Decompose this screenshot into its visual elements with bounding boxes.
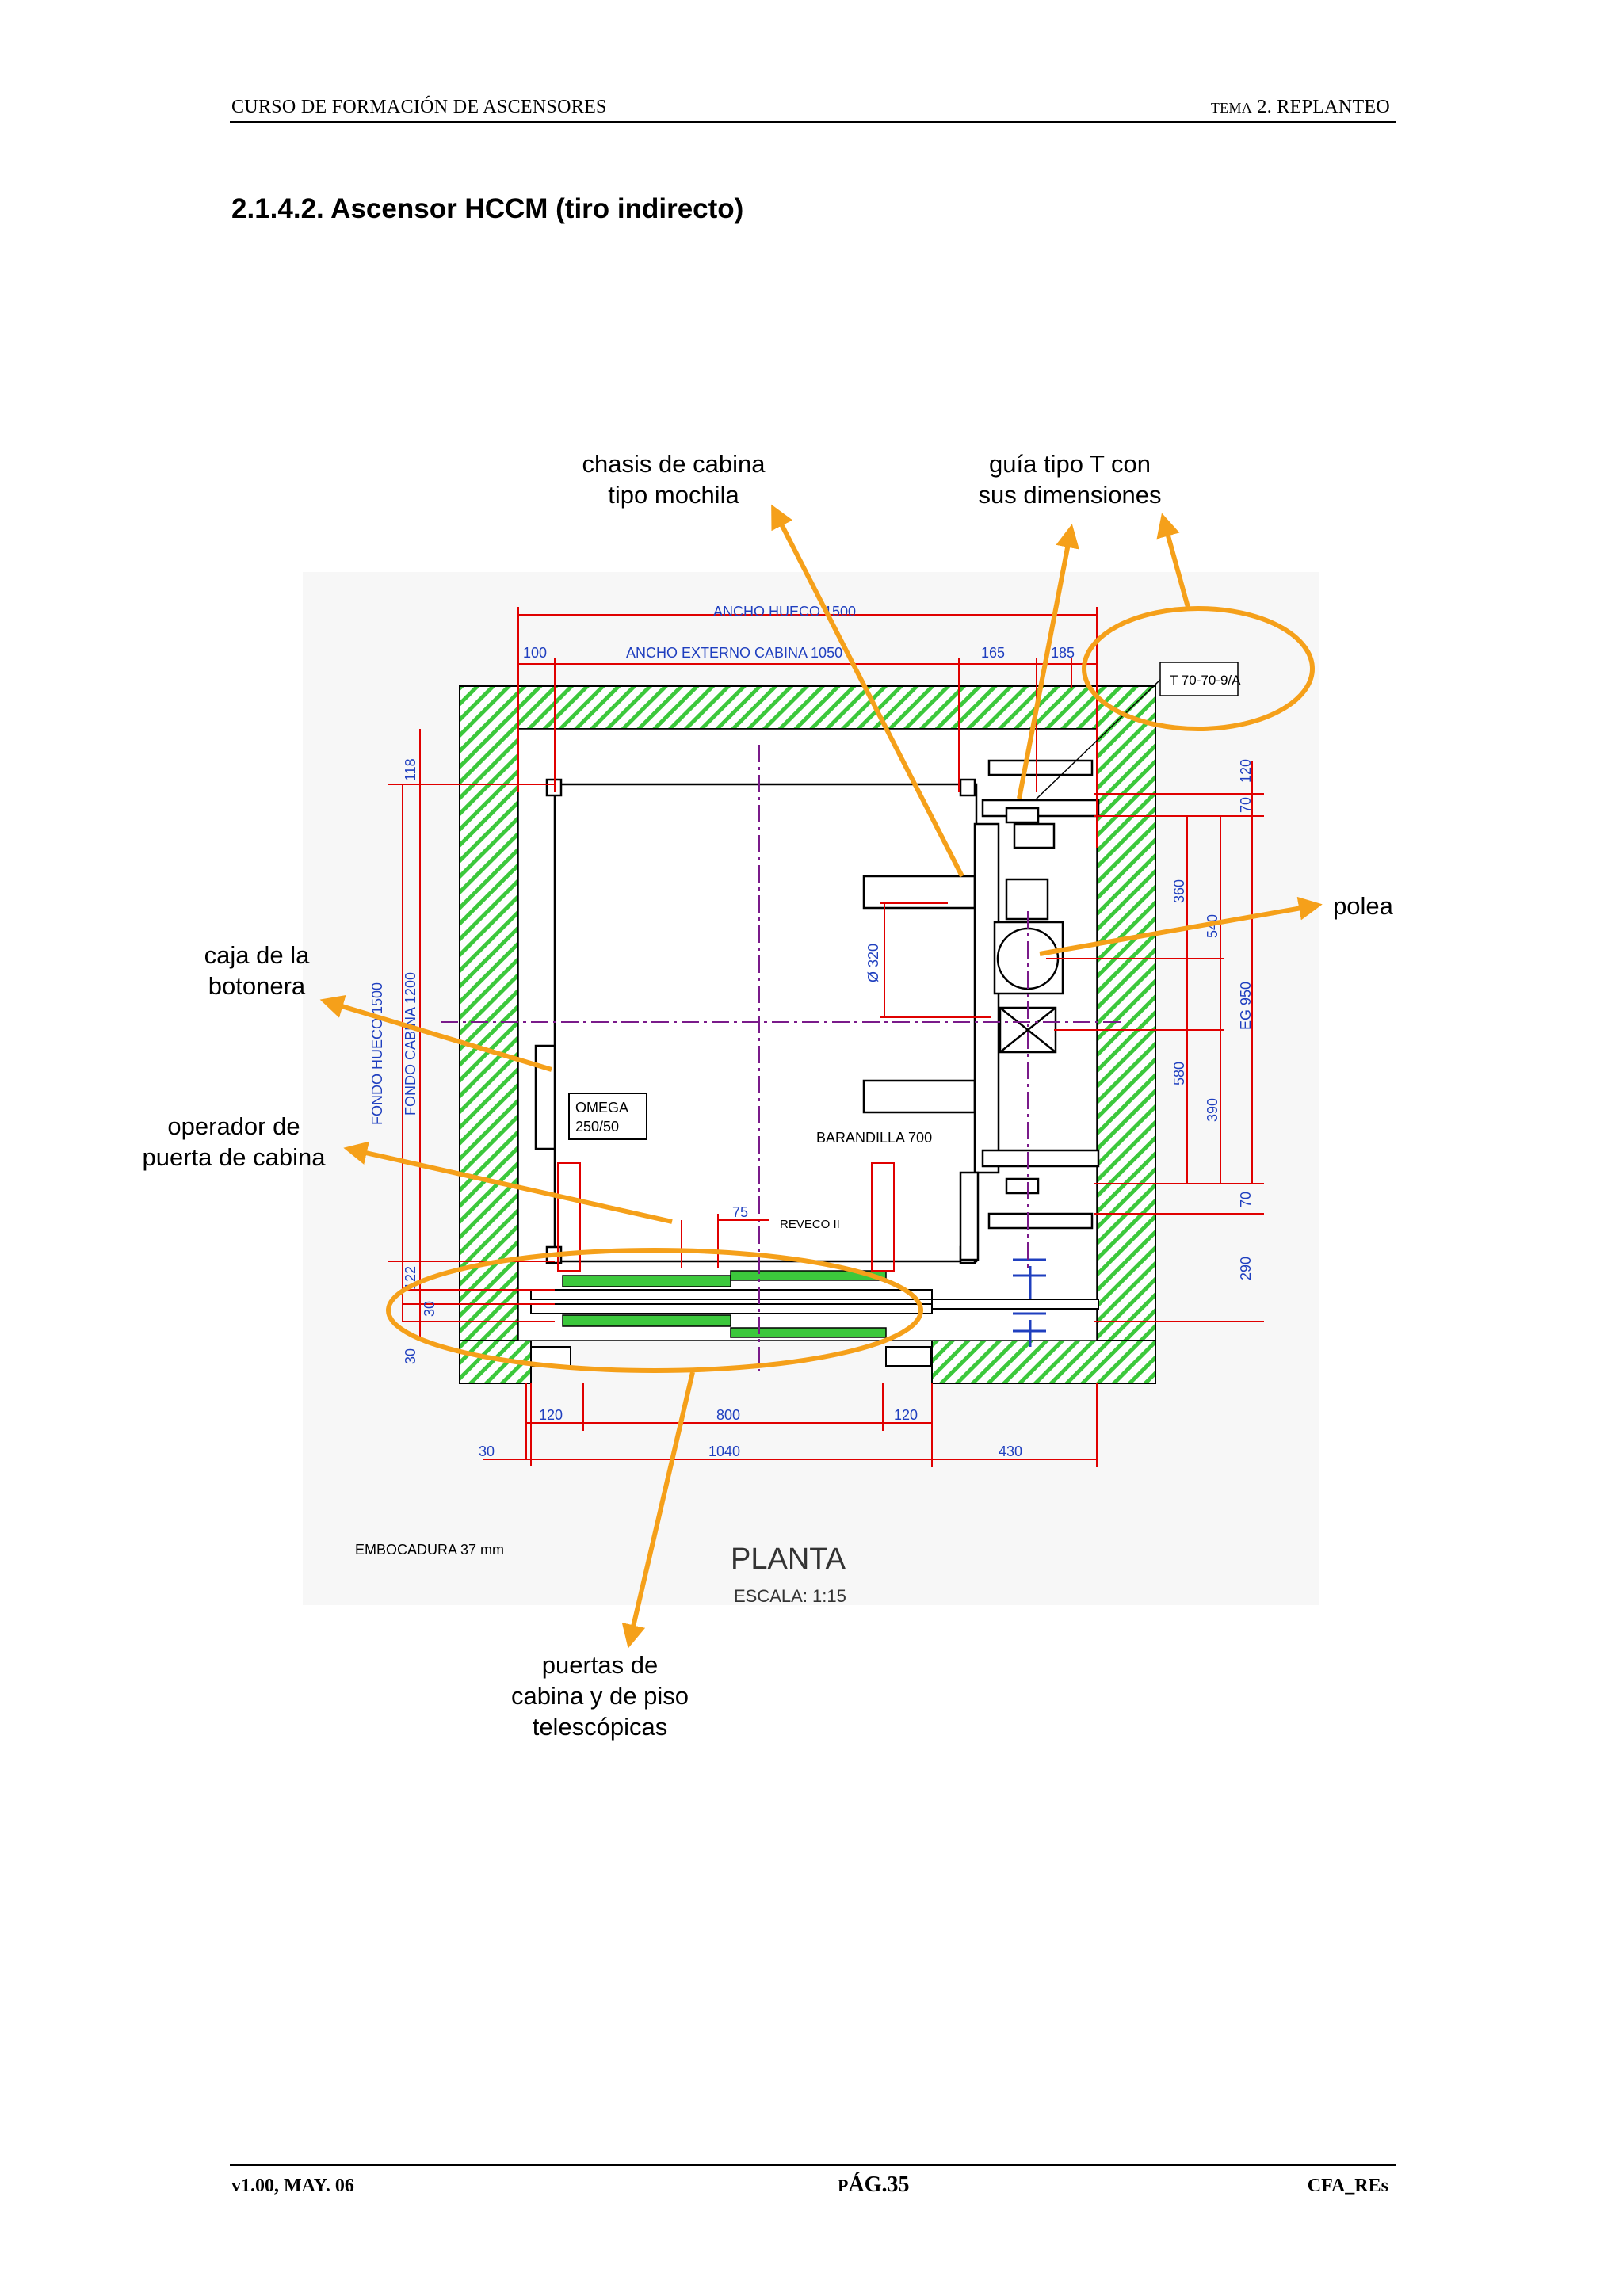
reveco-label: REVECO II <box>780 1218 840 1231</box>
dim-fondo-hueco: FONDO HUECO 1500 <box>369 982 385 1125</box>
dim-120-right: 120 <box>1238 759 1254 783</box>
dim-fondo-cabina: FONDO CABINA 1200 <box>403 972 418 1116</box>
dim-290: 290 <box>1238 1257 1254 1280</box>
dim-70-bottom: 70 <box>1238 1192 1254 1207</box>
car-chassis <box>862 759 1100 1261</box>
planta-label: PLANTA <box>731 1543 846 1576</box>
footer-version: v1.00, MAY. 06 <box>231 2176 354 2196</box>
header-chapter: TEMA 2. REPLANTEO <box>1211 97 1390 118</box>
dim-118: 118 <box>403 758 418 781</box>
dim-ancho-externo: ANCHO EXTERNO CABINA 1050 <box>626 645 842 661</box>
callout-botonera: caja de la botonera <box>204 941 310 1000</box>
dim-30-bottom: 30 <box>479 1444 495 1459</box>
footer-code: CFA_REs <box>1307 2176 1388 2196</box>
dim-30-left-b: 30 <box>403 1348 418 1364</box>
drawing-annotations: T 70-70-9/A OMEGA 250/50 BARANDILLA 700 … <box>355 662 1241 1606</box>
escala-label: ESCALA: 1:15 <box>734 1586 846 1606</box>
callout-polea: polea <box>1333 892 1393 920</box>
footer-rule <box>230 2164 1396 2166</box>
dim-165: 165 <box>981 645 1005 661</box>
dim-800: 800 <box>716 1407 740 1423</box>
dim-120-b: 120 <box>894 1407 918 1423</box>
dim-ancho-hueco: ANCHO HUECO 1500 <box>713 604 856 620</box>
footer-page-number: PÁG.35 <box>838 2172 909 2198</box>
dimension-lines <box>388 607 1264 1467</box>
dim-1040: 1040 <box>708 1444 740 1459</box>
barandilla-label: BARANDILLA 700 <box>816 1130 932 1146</box>
callout-operador: operador de puerta de cabina <box>142 1112 326 1171</box>
footer-page-prefix: P <box>838 2176 849 2195</box>
footer-page-value: ÁG.35 <box>848 2172 910 2197</box>
header-chapter-title: 2. REPLANTEO <box>1257 97 1390 117</box>
guide-tag-label: T 70-70-9/A <box>1170 673 1241 688</box>
header-chapter-prefix: TEMA <box>1210 100 1253 116</box>
section-title: 2.1.4.2. Ascensor HCCM (tiro indirecto) <box>231 193 744 224</box>
dim-eg: EG 950 <box>1238 982 1254 1030</box>
callout-puertas: puertas de cabina y de piso telescópicas <box>510 1651 689 1741</box>
omega-label-2: 250/50 <box>575 1119 619 1135</box>
dim-30-left-a: 30 <box>422 1301 437 1317</box>
dim-100: 100 <box>523 645 547 661</box>
dim-430: 430 <box>999 1444 1022 1459</box>
dim-70-top: 70 <box>1238 797 1254 813</box>
dim-185: 185 <box>1051 645 1075 661</box>
dim-diam-320: Ø 320 <box>865 944 881 982</box>
dim-580: 580 <box>1171 1062 1187 1085</box>
dim-390: 390 <box>1205 1098 1220 1122</box>
header-course-title: CURSO DE FORMACIÓN DE ASCENSORES <box>231 97 607 117</box>
callout-markers <box>319 504 1323 1649</box>
header-rule <box>230 121 1396 123</box>
callout-guia: guía tipo T con sus dimensiones <box>978 450 1162 509</box>
omega-label-1: OMEGA <box>575 1100 628 1116</box>
callout-chasis: chasis de cabina tipo mochila <box>582 450 766 509</box>
dim-540: 540 <box>1205 914 1220 938</box>
dim-120-a: 120 <box>539 1407 563 1423</box>
embocadura-label: EMBOCADURA 37 mm <box>355 1542 504 1558</box>
axis-lines <box>441 745 1122 1371</box>
dim-75: 75 <box>732 1204 748 1220</box>
dim-360: 360 <box>1171 879 1187 903</box>
telescopic-doors <box>530 1162 1099 1367</box>
